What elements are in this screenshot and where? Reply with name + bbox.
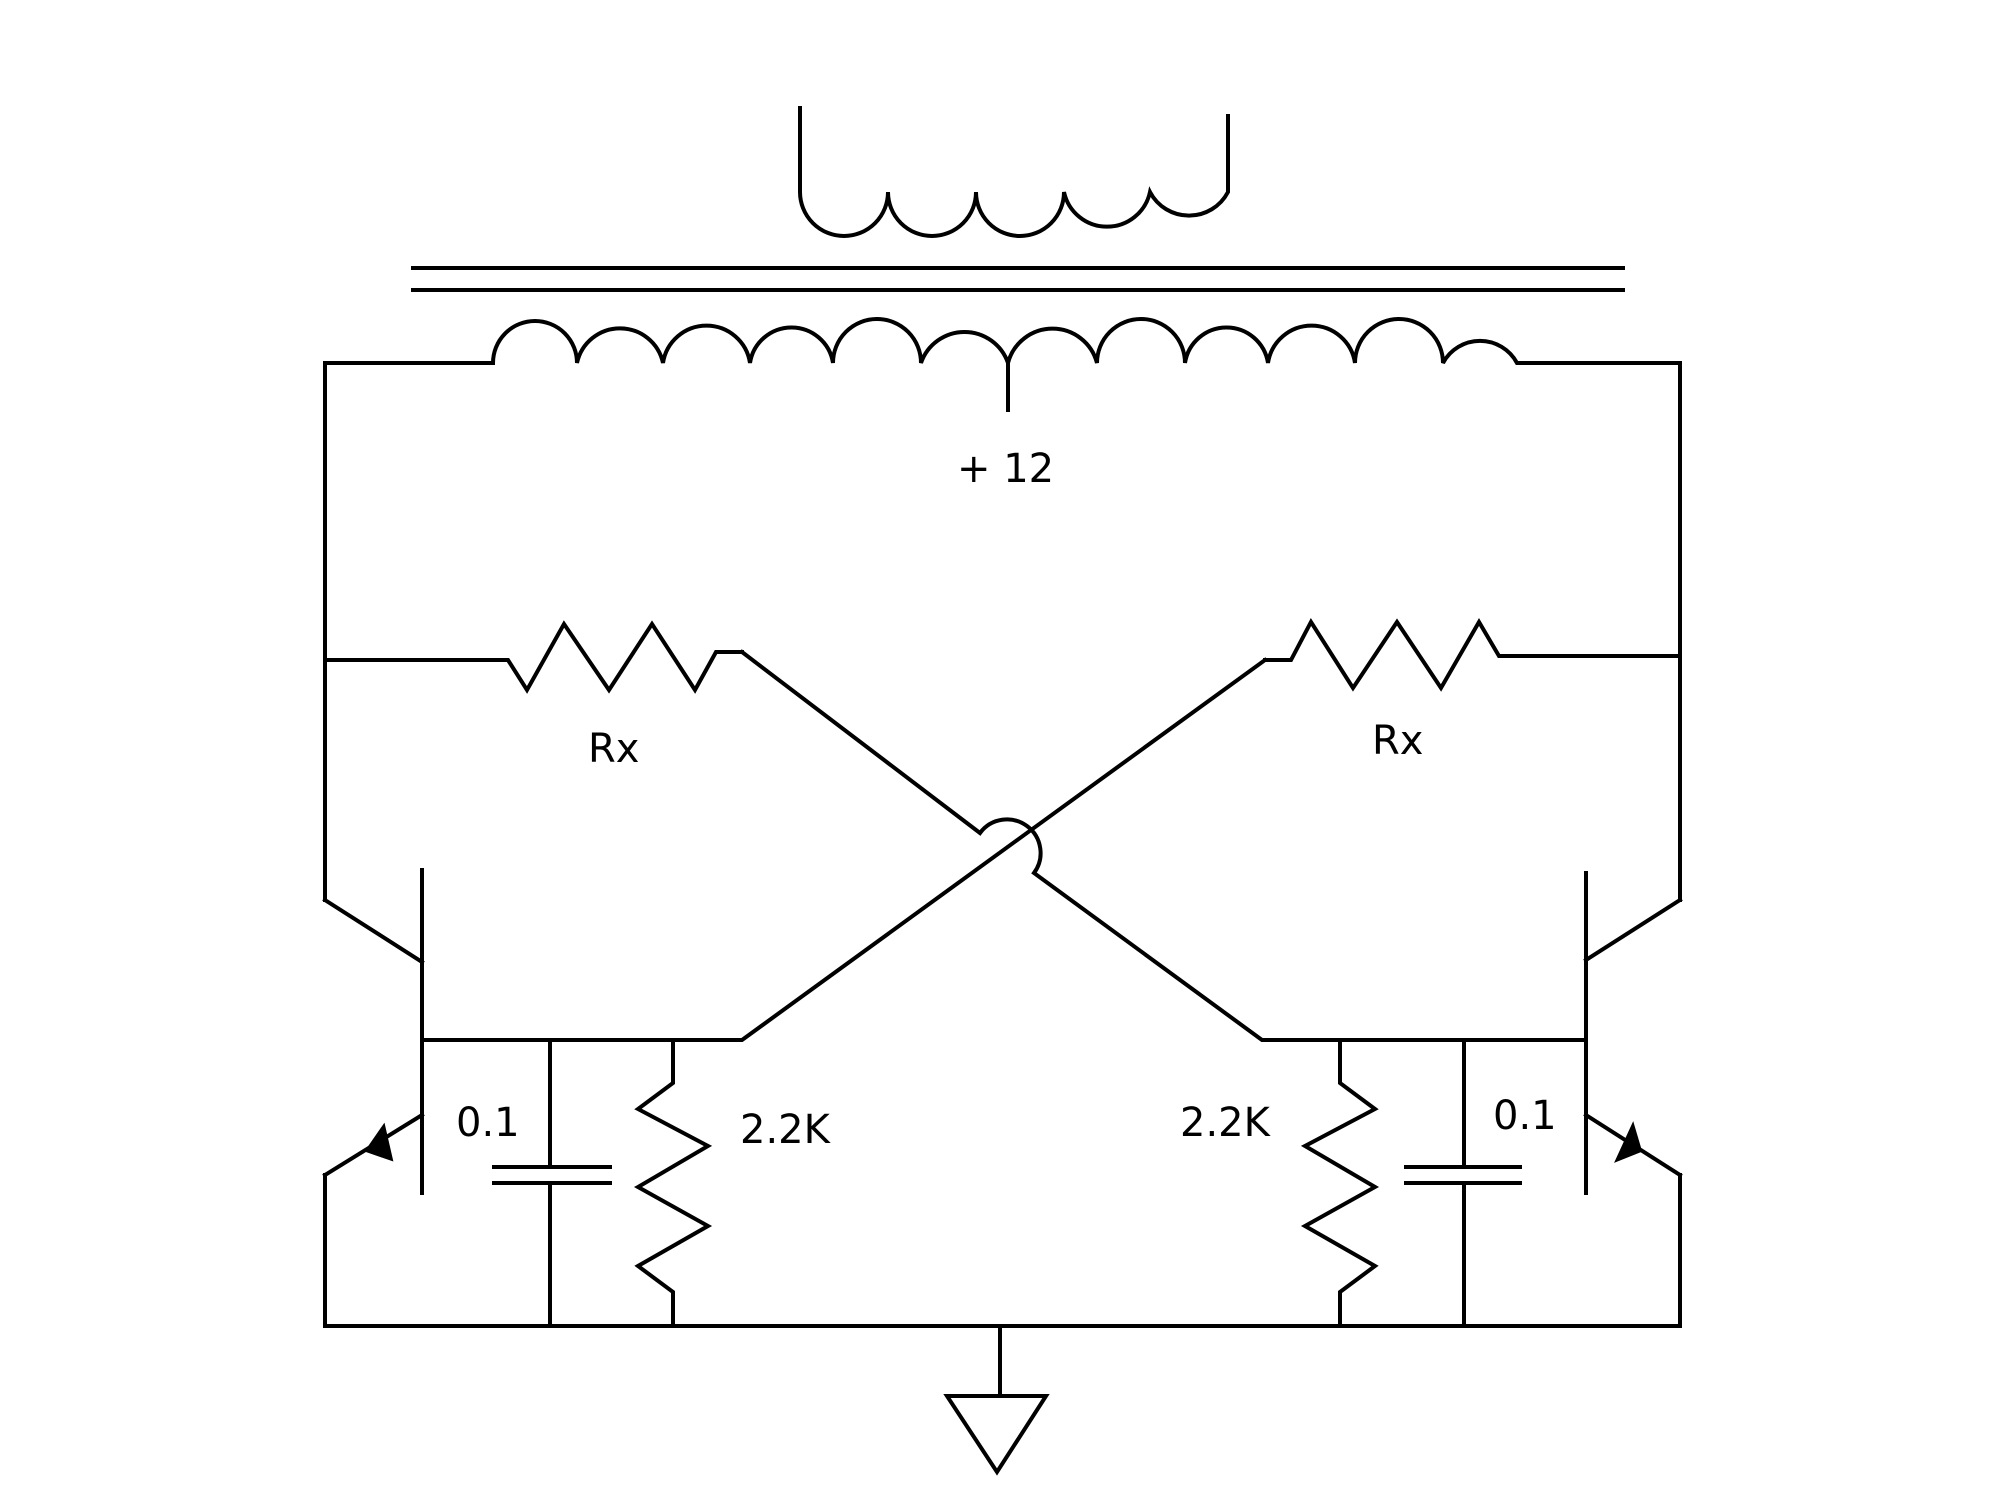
left-resistor-body xyxy=(633,1038,713,1328)
rx-left-label: Rx xyxy=(588,726,639,772)
supply-label: + 12 xyxy=(957,446,1054,492)
right-collector-lead xyxy=(1583,897,1683,963)
left-cap-label: 0.1 xyxy=(456,1100,520,1146)
secondary-coil xyxy=(798,106,1230,238)
primary-winding: + 12 xyxy=(323,317,1682,492)
transistor-right xyxy=(1583,871,1683,1195)
rx-right-label: Rx xyxy=(1372,718,1423,764)
rx-left-body xyxy=(323,620,744,694)
resistor-rx-left: Rx xyxy=(323,620,744,772)
primary-coil xyxy=(323,317,1682,370)
right-cap-label: 0.1 xyxy=(1493,1093,1557,1139)
cross-wire-right-to-left xyxy=(420,657,1268,1042)
left-resistor-label: 2.2K xyxy=(740,1107,832,1153)
transistor-left xyxy=(322,868,425,1195)
ground-bus xyxy=(323,1173,1682,1328)
cross-wire-left-to-right xyxy=(739,649,1588,1042)
transformer-core xyxy=(411,266,1625,292)
secondary-winding xyxy=(798,106,1230,238)
cross-coupling xyxy=(420,649,1588,1042)
ground-symbol xyxy=(943,1324,1050,1476)
ground-triangle xyxy=(943,1394,1050,1476)
right-resistor-body xyxy=(1300,1038,1380,1328)
left-base-network: 0.1 2.2K xyxy=(456,1038,832,1328)
right-rail xyxy=(1583,361,1683,963)
resistor-rx-right: Rx xyxy=(1263,618,1682,764)
left-collector-lead xyxy=(322,897,425,965)
left-rail xyxy=(322,361,425,965)
right-base-network: 2.2K 0.1 xyxy=(1180,1038,1557,1328)
left-emitter-arrow xyxy=(364,1122,394,1162)
rx-right-body xyxy=(1263,618,1682,692)
right-emitter-arrow xyxy=(1614,1121,1643,1163)
right-resistor-label: 2.2K xyxy=(1180,1100,1272,1146)
